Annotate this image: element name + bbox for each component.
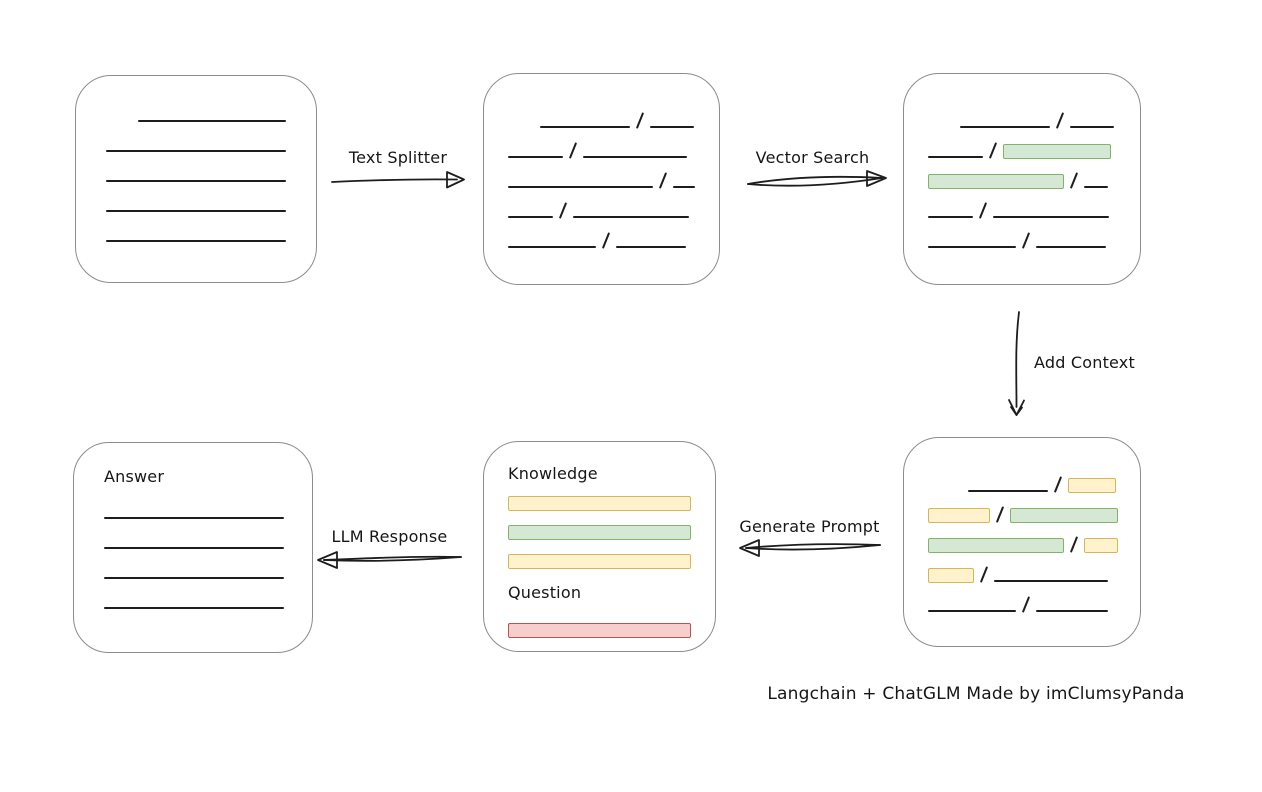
text-line	[1084, 186, 1108, 188]
answer-lines	[104, 517, 284, 609]
llm-response-label: LLM Response	[331, 527, 448, 546]
slash-separator	[601, 232, 611, 249]
slash-separator	[558, 202, 568, 219]
text-line	[104, 607, 284, 609]
text-line	[1036, 246, 1106, 248]
chunk-row	[508, 141, 695, 159]
slash-separator	[1021, 232, 1031, 249]
yellow-highlight-bar	[928, 508, 990, 523]
slash-separator	[1055, 112, 1065, 129]
text-line	[138, 120, 286, 122]
vector-search-arrow	[747, 170, 887, 187]
text-line	[968, 490, 1048, 492]
spacer	[928, 492, 968, 493]
slash-separator	[995, 506, 1005, 523]
chunk-row	[928, 201, 1116, 219]
slash-separator	[635, 112, 645, 129]
text-line	[573, 216, 689, 218]
text-line	[650, 126, 694, 128]
text-line	[106, 180, 286, 182]
yellow-bar	[508, 554, 691, 569]
green-highlight-bar	[928, 174, 1064, 189]
text-line	[583, 156, 687, 158]
text-line	[993, 216, 1109, 218]
spacer	[928, 128, 960, 129]
spacer	[508, 128, 540, 129]
text-line	[508, 216, 553, 218]
text-line	[616, 246, 686, 248]
chunk-row	[928, 475, 1116, 493]
text-line	[928, 156, 983, 158]
red-bar	[508, 623, 691, 638]
text-line	[508, 246, 596, 248]
slash-separator	[659, 172, 668, 189]
vector-search-label: Vector Search	[755, 148, 870, 167]
text-line	[1070, 126, 1114, 128]
add-context-arrow	[1008, 311, 1025, 416]
answer-label: Answer	[104, 467, 165, 486]
green-highlight-bar	[1003, 144, 1111, 159]
green-bar	[508, 525, 691, 540]
context-chunks-box	[903, 437, 1141, 647]
split-chunks-box	[483, 73, 720, 285]
add-context-label: Add Context	[1034, 353, 1135, 372]
chunk-row	[928, 171, 1116, 189]
slash-separator	[568, 142, 578, 159]
generate-prompt-arrow	[739, 539, 881, 557]
knowledge-label: Knowledge	[508, 464, 598, 483]
yellow-bar	[508, 496, 691, 511]
text-line	[104, 547, 284, 549]
slash-separator	[978, 202, 988, 219]
chunk-row	[928, 505, 1118, 523]
text-splitter-arrow	[331, 171, 465, 189]
green-highlight-bar	[928, 538, 1064, 553]
text-line	[104, 517, 284, 519]
chunk-row	[928, 535, 1118, 553]
yellow-highlight-bar	[928, 568, 974, 583]
text-line	[673, 186, 695, 188]
chunk-row	[928, 565, 1116, 583]
chunk-row	[508, 171, 695, 189]
slash-separator	[979, 566, 989, 583]
text-line	[106, 240, 286, 242]
text-line	[1036, 610, 1108, 612]
text-line	[928, 610, 1016, 612]
text-line	[106, 150, 286, 152]
chunk-row	[928, 141, 1116, 159]
text-line	[508, 156, 563, 158]
text-splitter-label: Text Splitter	[348, 148, 448, 167]
green-highlight-bar	[1010, 508, 1118, 523]
document-box	[75, 75, 317, 283]
slash-separator	[1021, 596, 1031, 613]
generate-prompt-label: Generate Prompt	[739, 517, 880, 536]
text-line	[994, 580, 1108, 582]
chunk-row	[928, 111, 1116, 129]
question-label: Question	[508, 583, 582, 602]
text-line	[960, 126, 1050, 128]
knowledge-bars	[508, 496, 691, 569]
answer-box: Answer	[73, 442, 313, 653]
text-line	[928, 246, 1016, 248]
chunk-row	[508, 111, 695, 129]
chunk-row	[508, 201, 695, 219]
text-line	[106, 210, 286, 212]
yellow-highlight-bar	[1068, 478, 1116, 493]
slash-separator	[1053, 476, 1063, 493]
chunk-row	[928, 595, 1116, 613]
llm-response-arrow	[317, 551, 462, 569]
question-bars	[508, 623, 691, 638]
slash-separator	[988, 142, 998, 159]
text-line	[928, 216, 973, 218]
prompt-box: Knowledge Question	[483, 441, 716, 652]
text-line	[540, 126, 630, 128]
chunk-row	[928, 231, 1116, 249]
matched-chunks-box	[903, 73, 1141, 285]
yellow-highlight-bar	[1084, 538, 1118, 553]
text-line	[508, 186, 654, 188]
text-line	[104, 577, 284, 579]
slash-separator	[1069, 172, 1079, 189]
slash-separator	[1069, 536, 1079, 553]
caption-credit: Langchain + ChatGLM Made by imClumsyPand…	[767, 684, 1185, 704]
chunk-row	[508, 231, 695, 249]
